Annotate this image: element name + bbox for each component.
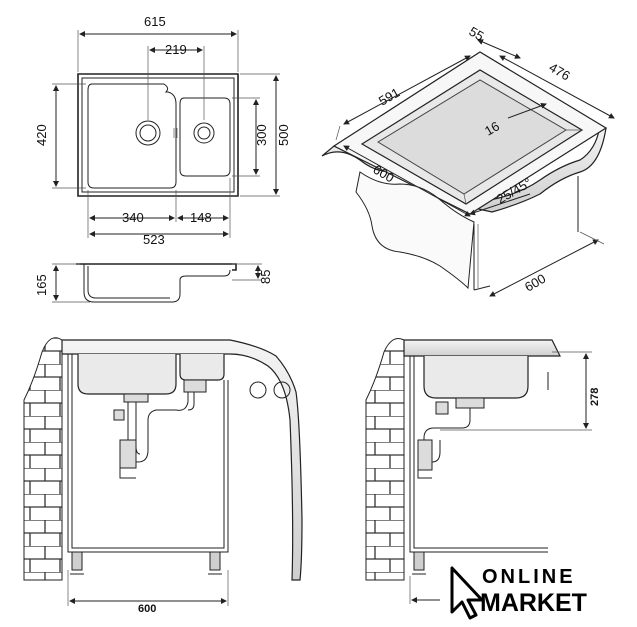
outlet-left-icon — [249, 381, 267, 399]
foot-right — [209, 551, 221, 571]
dim-340: 340 — [122, 210, 144, 225]
logo-line1: ONLINE — [482, 566, 576, 588]
dim-219: 219 — [165, 42, 187, 57]
cursor-logo-icon — [450, 566, 484, 620]
dim-16: 16 — [482, 118, 502, 138]
outlet-right-icon — [273, 381, 291, 399]
cabinet-isometric: 55 591 476 16 600 25/45° 600 — [321, 24, 615, 297]
dim-420: 420 — [34, 124, 49, 146]
large-drain-icon — [135, 120, 161, 146]
small-bowl-outline — [179, 97, 231, 177]
dim-615: 615 — [144, 14, 166, 29]
logo-line2: MARKET — [480, 589, 587, 617]
dim-148: 148 — [190, 210, 212, 225]
dim-600-depth: 600 — [522, 271, 548, 295]
dim-600-front: 600 — [138, 603, 156, 615]
top-view: 615 219 420 300 500 340 148 523 — [34, 14, 291, 247]
dim-278: 278 — [589, 388, 601, 406]
dim-55: 55 — [467, 24, 487, 44]
dim-476: 476 — [547, 60, 573, 84]
side-profile: 165 85 — [34, 263, 273, 303]
foot-left — [71, 551, 83, 571]
front-section: 600 — [23, 337, 303, 615]
dim-85: 85 — [258, 270, 273, 284]
side-foot — [413, 551, 425, 571]
small-drain-icon — [193, 122, 215, 144]
side-section: 278 — [365, 338, 601, 604]
dim-165: 165 — [34, 274, 49, 296]
dim-500: 500 — [276, 124, 291, 146]
large-bowl-outline — [87, 83, 177, 189]
dim-300: 300 — [254, 124, 269, 146]
dim-523: 523 — [143, 232, 165, 247]
online-market-logo: ONLINE MARKET — [450, 566, 600, 620]
